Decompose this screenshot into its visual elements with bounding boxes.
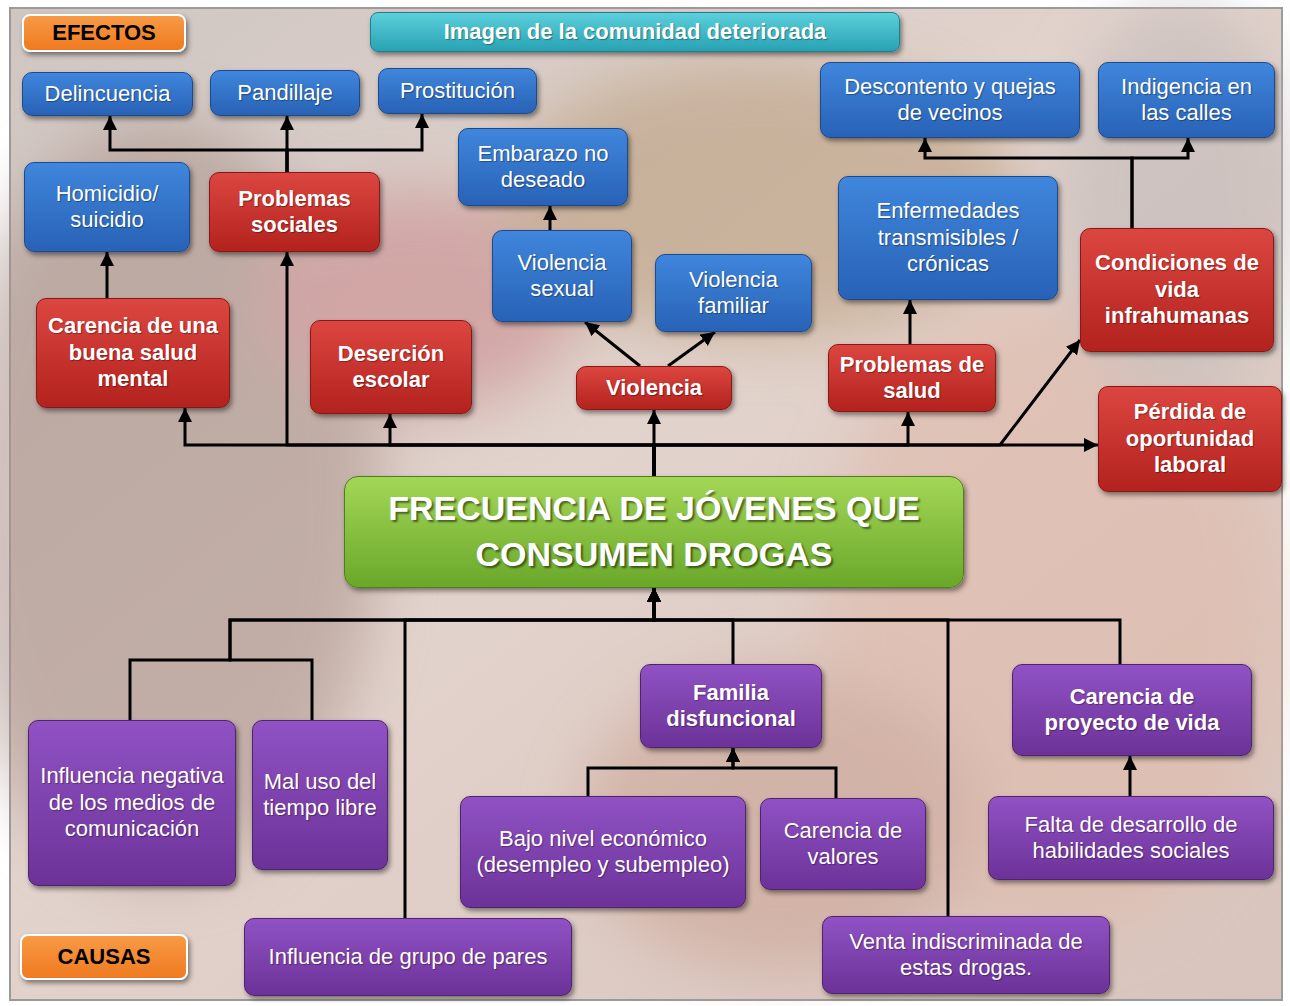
arrow-connector: [654, 445, 1098, 476]
arrow-connector: [106, 252, 109, 298]
main-effect-box: Violencia: [576, 366, 732, 410]
arrow-connector: [654, 588, 733, 664]
box-label: Pandillaje: [237, 80, 332, 106]
box-label: Mal uso del tiempo libre: [261, 769, 379, 822]
box-label: Homicidio/ suicidio: [33, 181, 181, 234]
main-cause-box: Carencia de proyecto de vida: [1012, 664, 1252, 756]
box-label: Problemas sociales: [218, 186, 371, 239]
box-label: Descontento y quejas de vecinos: [829, 74, 1071, 127]
box-label: Carencia de proyecto de vida: [1021, 684, 1243, 737]
main-effect-box: Problemas sociales: [209, 172, 380, 252]
photo-shapes: [0, 0, 1290, 970]
box-label: Pérdida de oportunidad laboral: [1107, 399, 1273, 478]
box-label: Prostitución: [400, 78, 515, 104]
effect-box: Homicidio/ suicidio: [24, 162, 190, 252]
arrow-connector: [733, 748, 836, 798]
arrow-connector: [390, 414, 654, 476]
effect-box: Embarazo no deseado: [458, 128, 628, 206]
box-label: Carencia de una buena salud mental: [45, 313, 221, 392]
box-label: Problemas de salud: [837, 352, 987, 405]
section-tag: CAUSAS: [20, 934, 188, 980]
main-effect-box: Pérdida de oportunidad laboral: [1098, 386, 1282, 492]
box-label: Falta de desarrollo de habilidades socia…: [997, 812, 1265, 865]
box-label: EFECTOS: [52, 20, 156, 46]
box-label: Delincuencia: [45, 81, 171, 107]
main-effect-box: Condiciones de vida infrahumanas: [1080, 228, 1274, 352]
effect-box: Descontento y quejas de vecinos: [820, 62, 1080, 138]
effect-box: Violencia familiar: [655, 254, 812, 332]
section-tag: EFECTOS: [22, 14, 186, 52]
arrow-connector: [588, 748, 733, 796]
box-label: Influencia de grupo de pares: [269, 944, 548, 970]
arrow-connector: [654, 588, 1120, 664]
box-label: FRECUENCIA DE JÓVENES QUE CONSUMEN DROGA…: [353, 486, 955, 578]
cause-box: Bajo nivel económico (desempleo y subemp…: [460, 796, 746, 908]
cause-box: Falta de desarrollo de habilidades socia…: [988, 796, 1274, 880]
effect-box: Indigencia en las calles: [1098, 62, 1275, 138]
arrow-connector: [130, 588, 654, 720]
box-label: Violencia familiar: [664, 267, 803, 320]
main-cause-box: Familia disfuncional: [640, 664, 822, 748]
arrow-connector: [1129, 756, 1132, 796]
box-label: Influencia negativa de los medios de com…: [37, 763, 227, 842]
arrow-connector: [287, 114, 422, 172]
arrow-connector: [909, 300, 912, 344]
arrow-connector: [585, 322, 640, 366]
cause-box: Mal uso del tiempo libre: [252, 720, 388, 870]
arrow-connector: [549, 206, 552, 230]
arrow-connector: [185, 408, 654, 476]
box-label: Violencia: [606, 375, 702, 401]
arrow-connector: [1132, 138, 1188, 228]
effect-box: Enfermedades transmisibles / crónicas: [838, 176, 1058, 300]
main-effect-box: Carencia de una buena salud mental: [36, 298, 230, 408]
effect-box: Delincuencia: [22, 72, 193, 116]
effect-box: Violencia sexual: [492, 230, 632, 322]
box-label: Bajo nivel económico (desempleo y subemp…: [469, 826, 737, 879]
main-effect-box: Problemas de salud: [828, 344, 996, 412]
effect-box: Pandillaje: [210, 70, 360, 116]
box-label: Carencia de valores: [769, 818, 917, 871]
effect-box: Prostitución: [378, 68, 537, 114]
box-label: Familia disfuncional: [649, 680, 813, 733]
box-label: Violencia sexual: [501, 250, 623, 303]
arrow-connector: [230, 588, 654, 720]
box-label: Enfermedades transmisibles / crónicas: [847, 198, 1049, 277]
heading-band: Imagen de la comunidad deteriorada: [370, 12, 900, 52]
box-label: CAUSAS: [58, 944, 151, 970]
main-effect-box: Deserción escolar: [310, 320, 472, 414]
central-problem-box: FRECUENCIA DE JÓVENES QUE CONSUMEN DROGA…: [344, 476, 964, 588]
box-label: Indigencia en las calles: [1107, 74, 1266, 127]
arrow-connector: [668, 332, 715, 366]
cause-box: Influencia negativa de los medios de com…: [28, 720, 236, 886]
cause-box: Influencia de grupo de pares: [244, 918, 572, 996]
box-label: Venta indiscriminada de estas drogas.: [831, 929, 1101, 982]
cause-box: Venta indiscriminada de estas drogas.: [822, 916, 1110, 994]
cause-box: Carencia de valores: [760, 798, 926, 890]
box-label: Deserción escolar: [319, 341, 463, 394]
box-label: Condiciones de vida infrahumanas: [1089, 250, 1265, 329]
box-label: Embarazo no deseado: [467, 141, 619, 194]
box-label: Imagen de la comunidad deteriorada: [444, 19, 827, 45]
